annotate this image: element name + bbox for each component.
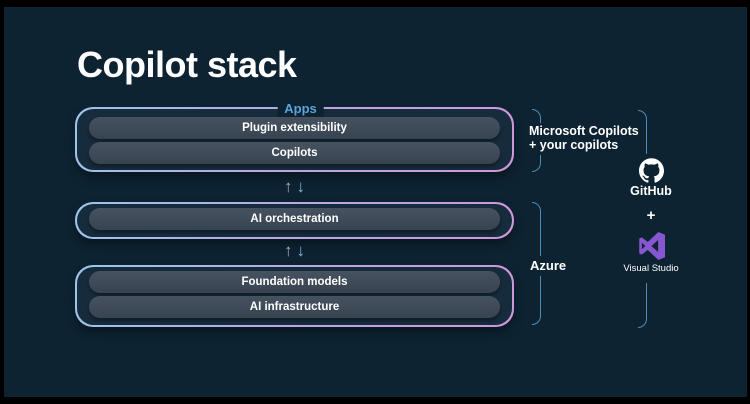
pill-ai-orchestration: AI orchestration — [88, 208, 501, 231]
down-arrow-icon: ↓ — [296, 177, 306, 196]
pill-copilots: Copilots — [88, 142, 501, 165]
up-arrow-icon: ↑ — [284, 241, 293, 260]
apps-box-label: Apps — [277, 99, 324, 117]
infrastructure-box: Foundation models AI infrastructure — [75, 265, 514, 327]
pill-foundation-models: Foundation models — [88, 271, 501, 294]
apps-box-inner: Apps Plugin extensibility Copilots — [76, 99, 513, 171]
pill-plugin-extensibility-label: Plugin extensibility — [242, 122, 347, 135]
orchestration-box: AI orchestration — [75, 202, 514, 239]
copilots-bracket-label-line1: Microsoft Copilots — [529, 124, 639, 138]
pill-ai-orchestration-label: AI orchestration — [250, 213, 339, 226]
visual-studio-label: Visual Studio — [623, 263, 679, 274]
visual-studio-icon — [639, 232, 665, 260]
copilots-bracket-label: Microsoft Copilots + your copilots — [527, 123, 644, 155]
up-arrow-icon: ↑ — [284, 177, 293, 196]
arrows-apps-orchestration: ↑↓ — [75, 176, 514, 198]
azure-bracket-label: Azure — [526, 256, 573, 276]
pill-ai-infrastructure-label: AI infrastructure — [249, 301, 340, 314]
arrows-orchestration-infrastructure: ↑↓ — [75, 240, 514, 262]
down-arrow-icon: ↓ — [296, 241, 306, 260]
letterbox-bottom — [0, 397, 750, 404]
tools-stack: GitHub + Visual Studio — [622, 154, 680, 283]
pill-ai-infrastructure: AI infrastructure — [88, 296, 501, 319]
pill-copilots-label: Copilots — [271, 147, 318, 160]
orchestration-box-inner: AI orchestration — [76, 203, 513, 238]
github-icon — [638, 158, 664, 183]
page-title: Copilot stack — [77, 44, 297, 85]
infrastructure-box-inner: Foundation models AI infrastructure — [76, 266, 513, 326]
plus-sign: + — [646, 207, 656, 224]
github-label: GitHub — [630, 184, 672, 198]
letterbox-top — [0, 0, 750, 7]
apps-box: Apps Plugin extensibility Copilots — [75, 99, 514, 172]
letterbox-left — [0, 0, 4, 404]
copilots-bracket-label-line2: + your copilots — [529, 137, 619, 152]
pill-plugin-extensibility: Plugin extensibility — [88, 117, 501, 140]
pill-foundation-models-label: Foundation models — [241, 276, 348, 289]
letterbox-right — [747, 0, 750, 404]
